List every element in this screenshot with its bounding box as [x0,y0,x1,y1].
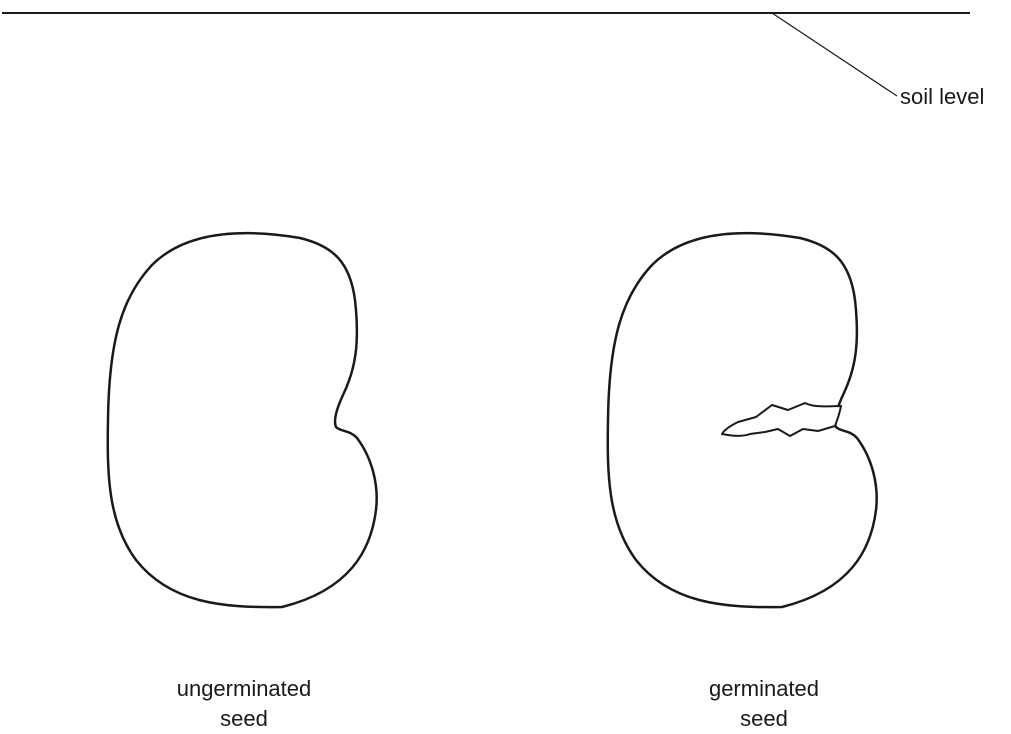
seed-coat-split [722,403,841,436]
soil-level-label: soil level [900,83,984,111]
soil-level-leader-line [772,13,897,96]
ungerminated-seed-label-line1: ungerminated [144,674,344,704]
germinated-seed-label-line1: germinated [664,674,864,704]
ungerminated-seed-outline [108,233,377,607]
ungerminated-seed-label: ungerminated seed [144,674,344,734]
germinated-seed-label-line2: seed [664,704,864,734]
ungerminated-seed-label-line2: seed [144,704,344,734]
germinated-seed-label: germinated seed [664,674,864,734]
